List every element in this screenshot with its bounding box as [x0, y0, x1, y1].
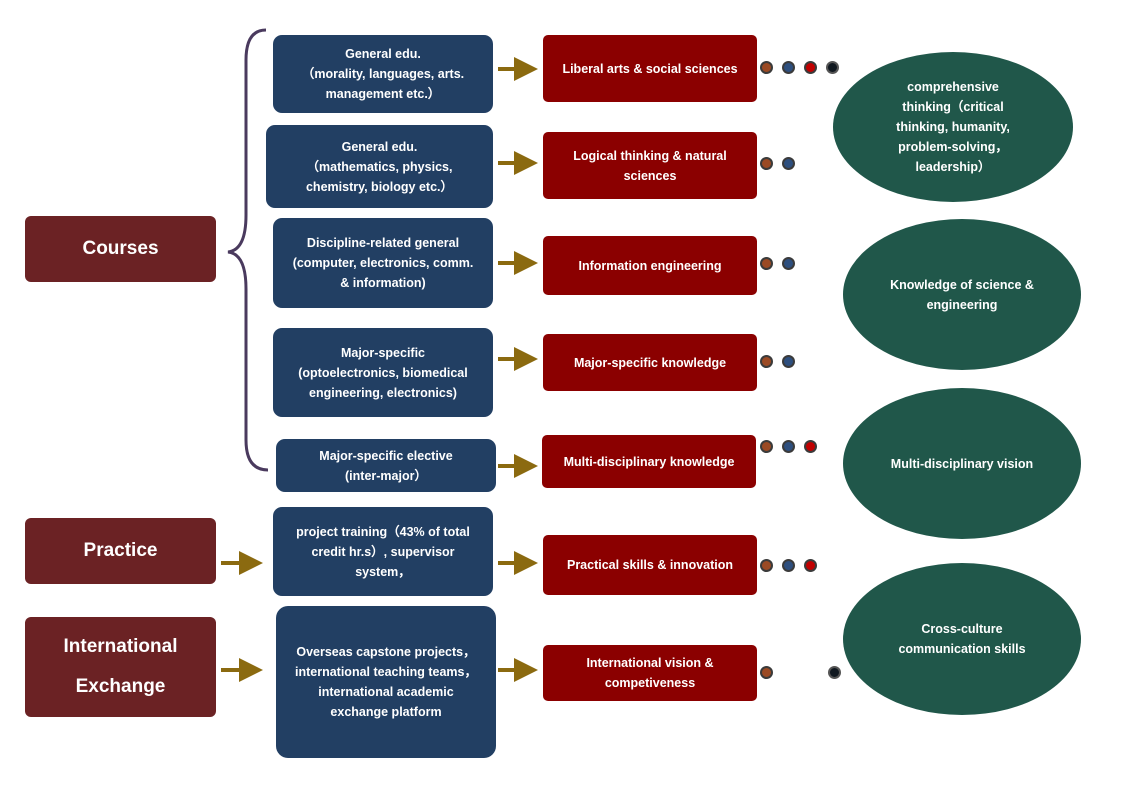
international-exchange-programs: Overseas capstone projects， internationa… [276, 606, 496, 758]
dot-black [828, 666, 841, 679]
dot-blue [782, 257, 795, 270]
ability-cross-culture-communication: Cross-culture communication skills [843, 563, 1081, 715]
dot-brown [760, 559, 773, 572]
dot-brown [760, 355, 773, 368]
ability-science-engineering: Knowledge of science & engineering [843, 219, 1081, 370]
ability-multi-disciplinary-vision: Multi-disciplinary vision [843, 388, 1081, 539]
course-general-edu-sciences: General edu. （mathematics, physics, chem… [266, 125, 493, 208]
category-international-exchange: International Exchange [25, 617, 216, 717]
course-major-specific-elective: Major-specific elective (inter-major） [276, 439, 496, 492]
outcome-information-engineering: Information engineering [543, 236, 757, 295]
dot-brown [760, 61, 773, 74]
outcome-multi-disciplinary-knowledge: Multi-disciplinary knowledge [542, 435, 756, 488]
outcome-logical-thinking: Logical thinking & natural sciences [543, 132, 757, 199]
outcome-major-specific-knowledge: Major-specific knowledge [543, 334, 757, 391]
dot-blue [782, 61, 795, 74]
category-practice: Practice [25, 518, 216, 584]
dot-blue [782, 157, 795, 170]
dot-blue [782, 559, 795, 572]
ability-comprehensive-thinking: comprehensive thinking（critical thinking… [833, 52, 1073, 202]
dot-red [804, 61, 817, 74]
course-general-edu-humanities: General edu. （morality, languages, arts.… [273, 35, 493, 113]
outcome-international-vision: International vision & competiveness [543, 645, 757, 701]
category-courses: Courses [25, 216, 216, 282]
course-major-specific: Major-specific (optoelectronics, biomedi… [273, 328, 493, 417]
outcome-practical-skills: Practical skills & innovation [543, 535, 757, 595]
dot-red [804, 440, 817, 453]
course-discipline-related-general: Discipline-related general (computer, el… [273, 218, 493, 308]
dot-blue [782, 355, 795, 368]
dot-brown [760, 157, 773, 170]
outcome-liberal-arts: Liberal arts & social sciences [543, 35, 757, 102]
dot-black [826, 61, 839, 74]
courses-brace [227, 28, 269, 472]
dot-red [804, 559, 817, 572]
dot-brown [760, 666, 773, 679]
practice-project-training: project training（43% of total credit hr.… [273, 507, 493, 596]
dot-brown [760, 440, 773, 453]
dot-blue [782, 440, 795, 453]
dot-brown [760, 257, 773, 270]
